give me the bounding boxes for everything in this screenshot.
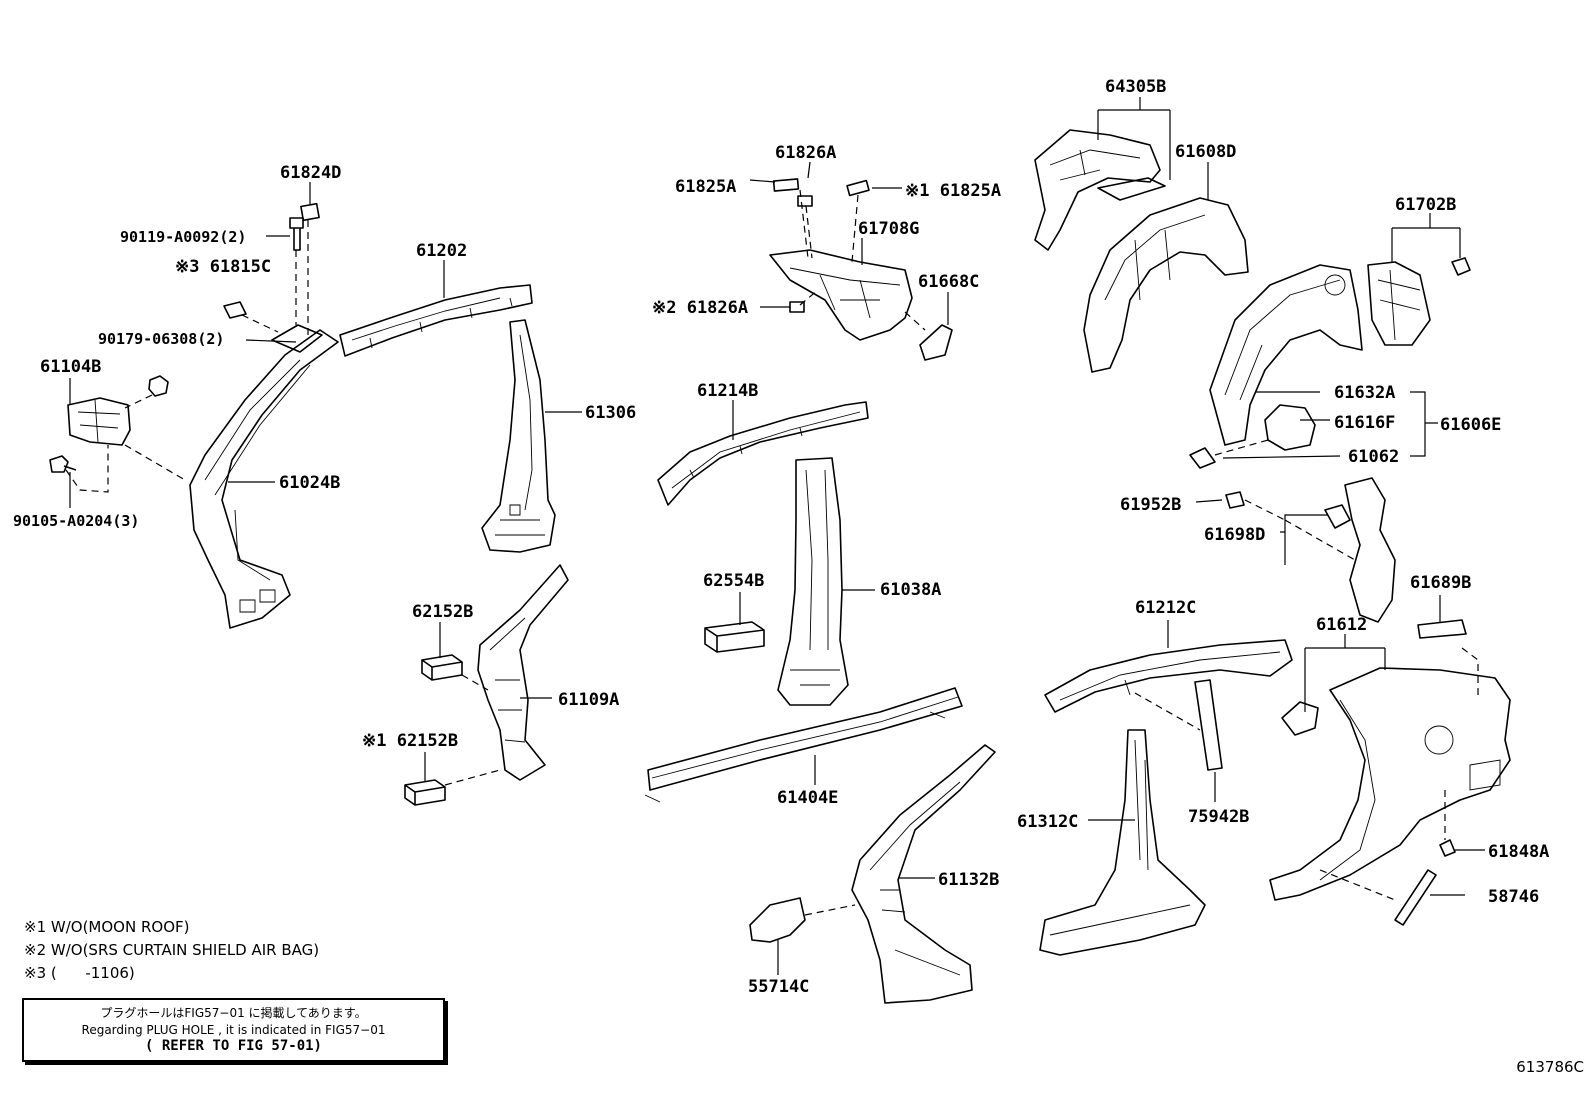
label-61214B: 61214B bbox=[697, 381, 758, 401]
label-61826A-m2: ※2 61826A bbox=[652, 298, 748, 318]
label-61109A: 61109A bbox=[558, 690, 619, 710]
reference-box: プラグホールはFIG57−01 に掲載してあります。 Regarding PLU… bbox=[22, 998, 445, 1062]
patch-61825A bbox=[772, 178, 800, 192]
label-61132B: 61132B bbox=[938, 870, 999, 890]
leader-lines bbox=[69, 97, 1485, 975]
reference-line-jp: プラグホールはFIG57−01 に掲載してあります。 bbox=[100, 1006, 367, 1020]
part-61312C bbox=[1039, 729, 1206, 956]
label-61825A: 61825A bbox=[675, 177, 736, 197]
foam-62152B-2 bbox=[404, 779, 446, 806]
part-61612-bracket bbox=[1281, 701, 1319, 736]
patch-61815C bbox=[223, 301, 247, 319]
label-61306: 61306 bbox=[585, 403, 636, 423]
label-61606E: 61606E bbox=[1440, 415, 1501, 435]
part-61038A bbox=[777, 457, 849, 706]
label-61632A: 61632A bbox=[1334, 383, 1395, 403]
part-61212C bbox=[1044, 639, 1293, 713]
part-58746 bbox=[1394, 869, 1437, 926]
part-61702B bbox=[1367, 257, 1471, 346]
label-61824D: 61824D bbox=[280, 163, 341, 183]
part-quarter-bracket bbox=[1344, 477, 1396, 623]
part-61848A bbox=[1439, 839, 1456, 857]
label-90105: 90105-A0204(3) bbox=[13, 512, 139, 530]
label-55714C: 55714C bbox=[748, 977, 809, 997]
note-curtain-airbag: ※2 W/O(SRS CURTAIN SHIELD AIR BAG) bbox=[24, 941, 320, 959]
label-61038A: 61038A bbox=[880, 580, 941, 600]
label-61062: 61062 bbox=[1348, 447, 1399, 467]
part-61109A bbox=[477, 564, 569, 781]
foam-62152B-1 bbox=[421, 654, 463, 681]
part-61306 bbox=[481, 319, 556, 553]
label-61825A-m1: ※1 61825A bbox=[905, 181, 1001, 201]
note-date-range: ※3 ( -1106) bbox=[24, 964, 135, 982]
part-55714C bbox=[749, 897, 806, 943]
label-61702B: 61702B bbox=[1395, 195, 1456, 215]
label-90179: 90179-06308(2) bbox=[98, 330, 224, 348]
part-64305B bbox=[1034, 129, 1166, 251]
part-61062 bbox=[1189, 447, 1216, 469]
label-61608D: 61608D bbox=[1175, 142, 1236, 162]
part-61612 bbox=[1269, 667, 1511, 901]
bolt-90119 bbox=[289, 217, 304, 251]
label-75942B: 75942B bbox=[1188, 807, 1249, 827]
label-61212C: 61212C bbox=[1135, 598, 1196, 618]
label-61668C: 61668C bbox=[918, 272, 979, 292]
foam-62554B bbox=[704, 621, 765, 653]
label-61616F: 61616F bbox=[1334, 413, 1395, 433]
note-moon-roof: ※1 W/O(MOON ROOF) bbox=[24, 918, 190, 936]
patch-61824D bbox=[300, 202, 320, 222]
part-61404E bbox=[644, 687, 963, 803]
label-61104B: 61104B bbox=[40, 357, 101, 377]
label-61202: 61202 bbox=[416, 241, 467, 261]
patch-61826A bbox=[797, 195, 813, 207]
label-61826A: 61826A bbox=[775, 143, 836, 163]
label-61708G: 61708G bbox=[858, 219, 919, 239]
figure-id: 613786C bbox=[1516, 1058, 1584, 1076]
label-62152B-m1: ※1 62152B bbox=[362, 731, 458, 751]
part-61698D bbox=[1324, 504, 1351, 529]
label-61952B: 61952B bbox=[1120, 495, 1181, 515]
reference-line-en: Regarding PLUG HOLE , it is indicated in… bbox=[81, 1023, 386, 1037]
reference-lines bbox=[65, 189, 1479, 916]
label-61698D: 61698D bbox=[1204, 525, 1265, 545]
part-61608D bbox=[1083, 197, 1249, 373]
label-61612: 61612 bbox=[1316, 615, 1367, 635]
reference-refer-to: ( REFER TO FIG 57-01) bbox=[144, 1038, 322, 1054]
label-58746: 58746 bbox=[1488, 887, 1539, 907]
part-61616F bbox=[1264, 404, 1316, 451]
label-64305B: 64305B bbox=[1105, 77, 1166, 97]
patch-61825A-m1 bbox=[846, 179, 870, 197]
part-61952B bbox=[1225, 491, 1245, 509]
part-61214B bbox=[657, 401, 869, 506]
bracket-roof-front bbox=[271, 324, 323, 353]
bolt-90105 bbox=[49, 455, 77, 473]
part-61668C bbox=[919, 324, 953, 361]
nut-90179 bbox=[148, 375, 169, 397]
label-62554B: 62554B bbox=[703, 571, 764, 591]
part-61202 bbox=[339, 284, 533, 357]
label-61312C: 61312C bbox=[1017, 812, 1078, 832]
part-61632A bbox=[1209, 264, 1363, 446]
label-61815C-m3: ※3 61815C bbox=[175, 257, 271, 277]
label-61689B: 61689B bbox=[1410, 573, 1471, 593]
part-61024B bbox=[189, 329, 339, 629]
part-75942B bbox=[1194, 679, 1223, 771]
part-61132B bbox=[851, 744, 996, 1004]
label-61024B: 61024B bbox=[279, 473, 340, 493]
label-62152B: 62152B bbox=[412, 602, 473, 622]
label-61404E: 61404E bbox=[777, 788, 838, 808]
label-90119: 90119-A0092(2) bbox=[120, 228, 246, 246]
part-61708G bbox=[769, 249, 913, 341]
part-61689B bbox=[1417, 619, 1467, 639]
part-61104B bbox=[67, 397, 131, 446]
label-61848A: 61848A bbox=[1488, 842, 1549, 862]
